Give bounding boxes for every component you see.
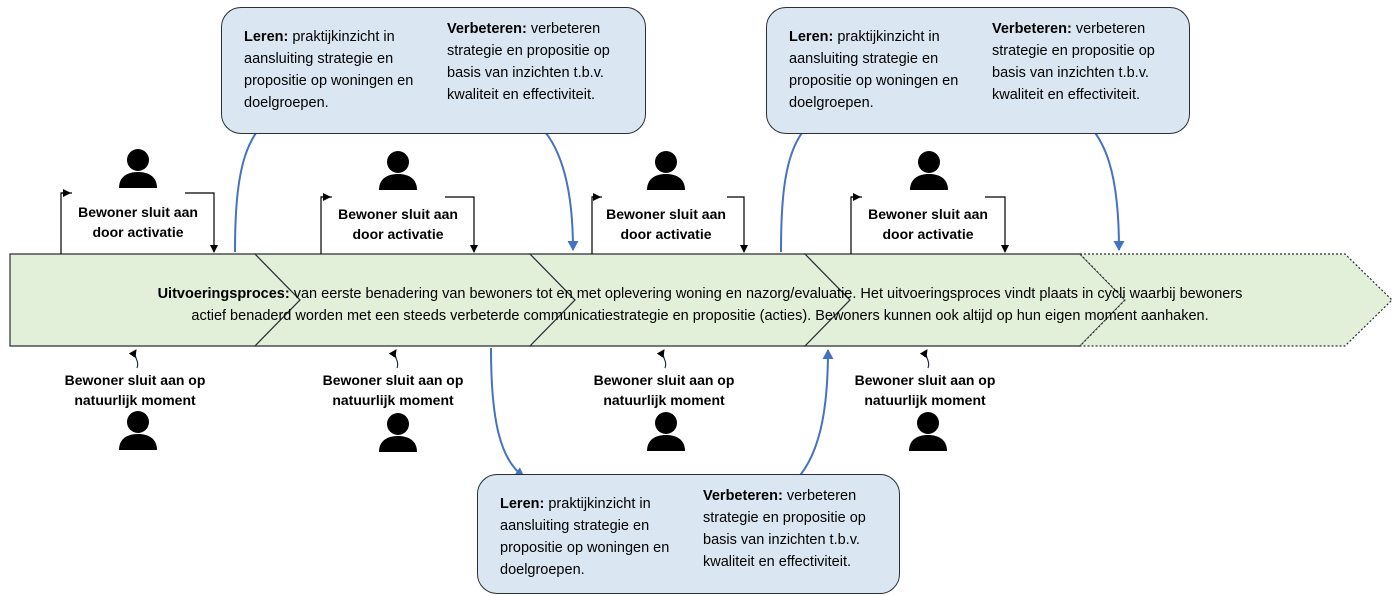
- verbeteren-arrow-2: [789, 349, 834, 487]
- verbeteren-text: Verbeteren: verbeteren strategie en prop…: [447, 21, 610, 103]
- verbeteren-label: Verbeteren:: [992, 21, 1072, 37]
- verbeteren-label: Verbeteren:: [703, 488, 783, 504]
- person-icons: [119, 149, 948, 452]
- leren-label: Leren:: [244, 29, 289, 45]
- process-arrow: [9, 253, 1393, 347]
- leren-label: Leren:: [789, 29, 834, 45]
- process-label: Uitvoeringsproces:: [157, 286, 290, 302]
- feedback-box-1: Leren: praktijkinzicht in aansluiting st…: [221, 7, 646, 134]
- feedback-box-2: Leren: praktijkinzicht in aansluiting st…: [477, 474, 900, 594]
- natural-moment-arrows: [128, 349, 930, 369]
- verbeteren-text: Verbeteren: verbeteren strategie en prop…: [992, 21, 1155, 103]
- process-chevron-5-dashed: [1078, 253, 1393, 347]
- leren-text: Leren: praktijkinzicht in aansluiting st…: [244, 29, 414, 111]
- leren-arrow-2: [490, 347, 525, 478]
- verbeteren-label: Verbeteren:: [447, 21, 527, 37]
- person-icon: [119, 149, 157, 188]
- verbeteren-text: Verbeteren: verbeteren strategie en prop…: [703, 488, 866, 570]
- person-icon: [379, 413, 417, 452]
- person-icon: [119, 411, 157, 450]
- activation-brackets: [60, 189, 1005, 254]
- person-icon: [647, 151, 685, 190]
- feedback-box-3: Leren: praktijkinzicht in aansluiting st…: [766, 7, 1190, 134]
- person-icon: [910, 151, 948, 190]
- process-description: Uitvoeringsproces: van eerste benadering…: [157, 286, 1243, 324]
- person-icon: [647, 412, 685, 451]
- leren-text: Leren: praktijkinzicht in aansluiting st…: [500, 496, 670, 578]
- person-icon: [379, 151, 417, 190]
- leren-text: Leren: praktijkinzicht in aansluiting st…: [789, 29, 959, 111]
- person-icon: [909, 412, 947, 451]
- leren-label: Leren:: [500, 496, 545, 512]
